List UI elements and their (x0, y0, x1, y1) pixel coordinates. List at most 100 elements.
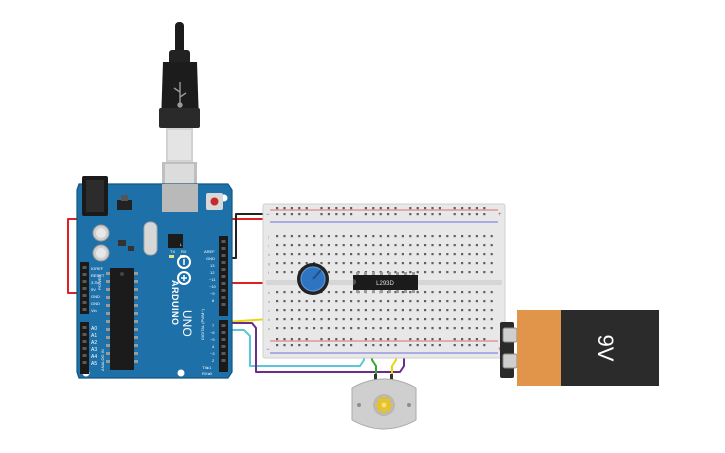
rail-hole (372, 207, 375, 210)
rail-hole (453, 338, 456, 341)
breadboard-hole (387, 262, 390, 265)
breadboard-hole (298, 318, 301, 321)
svg-text:2: 2 (212, 358, 215, 363)
breadboard-hole (438, 262, 441, 265)
svg-text:~10: ~10 (209, 284, 217, 289)
breadboard-hole (409, 271, 412, 274)
breadboard-hole (298, 253, 301, 256)
svg-text:~5: ~5 (210, 337, 215, 342)
wire-purple (222, 322, 405, 373)
breadboard-hole (401, 271, 404, 274)
breadboard-hole (327, 253, 330, 256)
breadboard-hole (461, 309, 464, 312)
breadboard-hole (416, 291, 419, 294)
breadboard-hole (313, 300, 316, 303)
rail-hole (335, 207, 338, 210)
breadboard-hole (431, 291, 434, 294)
svg-text:A0: A0 (91, 326, 97, 332)
rail-hole (387, 344, 390, 347)
rail-hole (327, 344, 330, 347)
breadboard-hole (379, 327, 382, 330)
rail-hole (350, 207, 353, 210)
breadboard-hole (305, 253, 308, 256)
breadboard-hole (490, 309, 493, 312)
svg-text:c: c (268, 309, 270, 313)
potentiometer[interactable] (297, 263, 329, 295)
breadboard-hole (409, 291, 412, 294)
breadboard-hole (290, 235, 293, 238)
rail-hole (298, 338, 301, 341)
breadboard-hole (342, 271, 345, 274)
breadboard-hole (468, 235, 471, 238)
svg-text:AREF: AREF (204, 249, 215, 254)
breadboard-hole (372, 244, 375, 247)
power-pin-labels: IOREF RESET 3.3V 5V GND GND Vin (91, 266, 105, 313)
breadboard-hole (483, 318, 486, 321)
breadboard-hole (461, 262, 464, 265)
breadboard-hole (483, 309, 486, 312)
svg-text:~11: ~11 (209, 277, 216, 282)
breadboard-hole (431, 262, 434, 265)
breadboard-hole (446, 309, 449, 312)
breadboard-hole (327, 318, 330, 321)
breadboard-hole (313, 244, 316, 247)
svg-text:3.3V: 3.3V (91, 280, 100, 285)
breadboard-hole (401, 300, 404, 303)
svg-text:RX◂0: RX◂0 (202, 371, 213, 376)
breadboard-hole (387, 235, 390, 238)
rail-hole (276, 213, 279, 216)
breadboard-hole (335, 300, 338, 303)
breadboard-hole (357, 262, 360, 265)
breadboard-hole (394, 300, 397, 303)
digital-label: DIGITAL (PWM~) (200, 308, 205, 340)
breadboard-hole (490, 300, 493, 303)
rail-hole (438, 344, 441, 347)
breadboard-hole (475, 309, 478, 312)
breadboard-hole (305, 235, 308, 238)
rail-hole (416, 344, 419, 347)
breadboard-hole (327, 327, 330, 330)
rail-minus-top: − (266, 212, 270, 218)
breadboard-hole (424, 291, 427, 294)
breadboard-hole (394, 262, 397, 265)
breadboard-hole (453, 253, 456, 256)
breadboard-hole (416, 318, 419, 321)
breadboard-hole (475, 327, 478, 330)
rail-hole (394, 344, 397, 347)
breadboard-hole (424, 300, 427, 303)
svg-text:TX▸1: TX▸1 (202, 365, 212, 370)
breadboard-hole (283, 318, 286, 321)
breadboard-hole (468, 318, 471, 321)
svg-text:13: 13 (210, 263, 215, 268)
breadboard-hole (483, 235, 486, 238)
rail-hole (387, 338, 390, 341)
breadboard-hole (327, 271, 330, 274)
svg-text:d: d (268, 300, 270, 304)
rail-hole (431, 213, 434, 216)
breadboard-hole (298, 327, 301, 330)
rail-hole (431, 344, 434, 347)
breadboard-hole (387, 300, 390, 303)
rail-hole (483, 207, 486, 210)
breadboard-hole (320, 300, 323, 303)
breadboard-hole (431, 318, 434, 321)
breadboard-hole (475, 271, 478, 274)
svg-text:f: f (268, 271, 269, 275)
svg-text:GND: GND (91, 301, 100, 306)
breadboard-hole (320, 235, 323, 238)
breadboard-hole (438, 291, 441, 294)
breadboard-hole (290, 309, 293, 312)
svg-text:e: e (268, 291, 270, 295)
breadboard-hole (483, 271, 486, 274)
rail-hole (342, 213, 345, 216)
breadboard-hole (350, 300, 353, 303)
breadboard-hole (438, 271, 441, 274)
analog-label: ANALOG IN (100, 349, 105, 371)
breadboard-hole (298, 291, 301, 294)
breadboard-hole (401, 244, 404, 247)
breadboard-hole (438, 309, 441, 312)
rail-hole (298, 344, 301, 347)
breadboard-hole (298, 235, 301, 238)
breadboard-hole (468, 291, 471, 294)
breadboard-hole (372, 300, 375, 303)
